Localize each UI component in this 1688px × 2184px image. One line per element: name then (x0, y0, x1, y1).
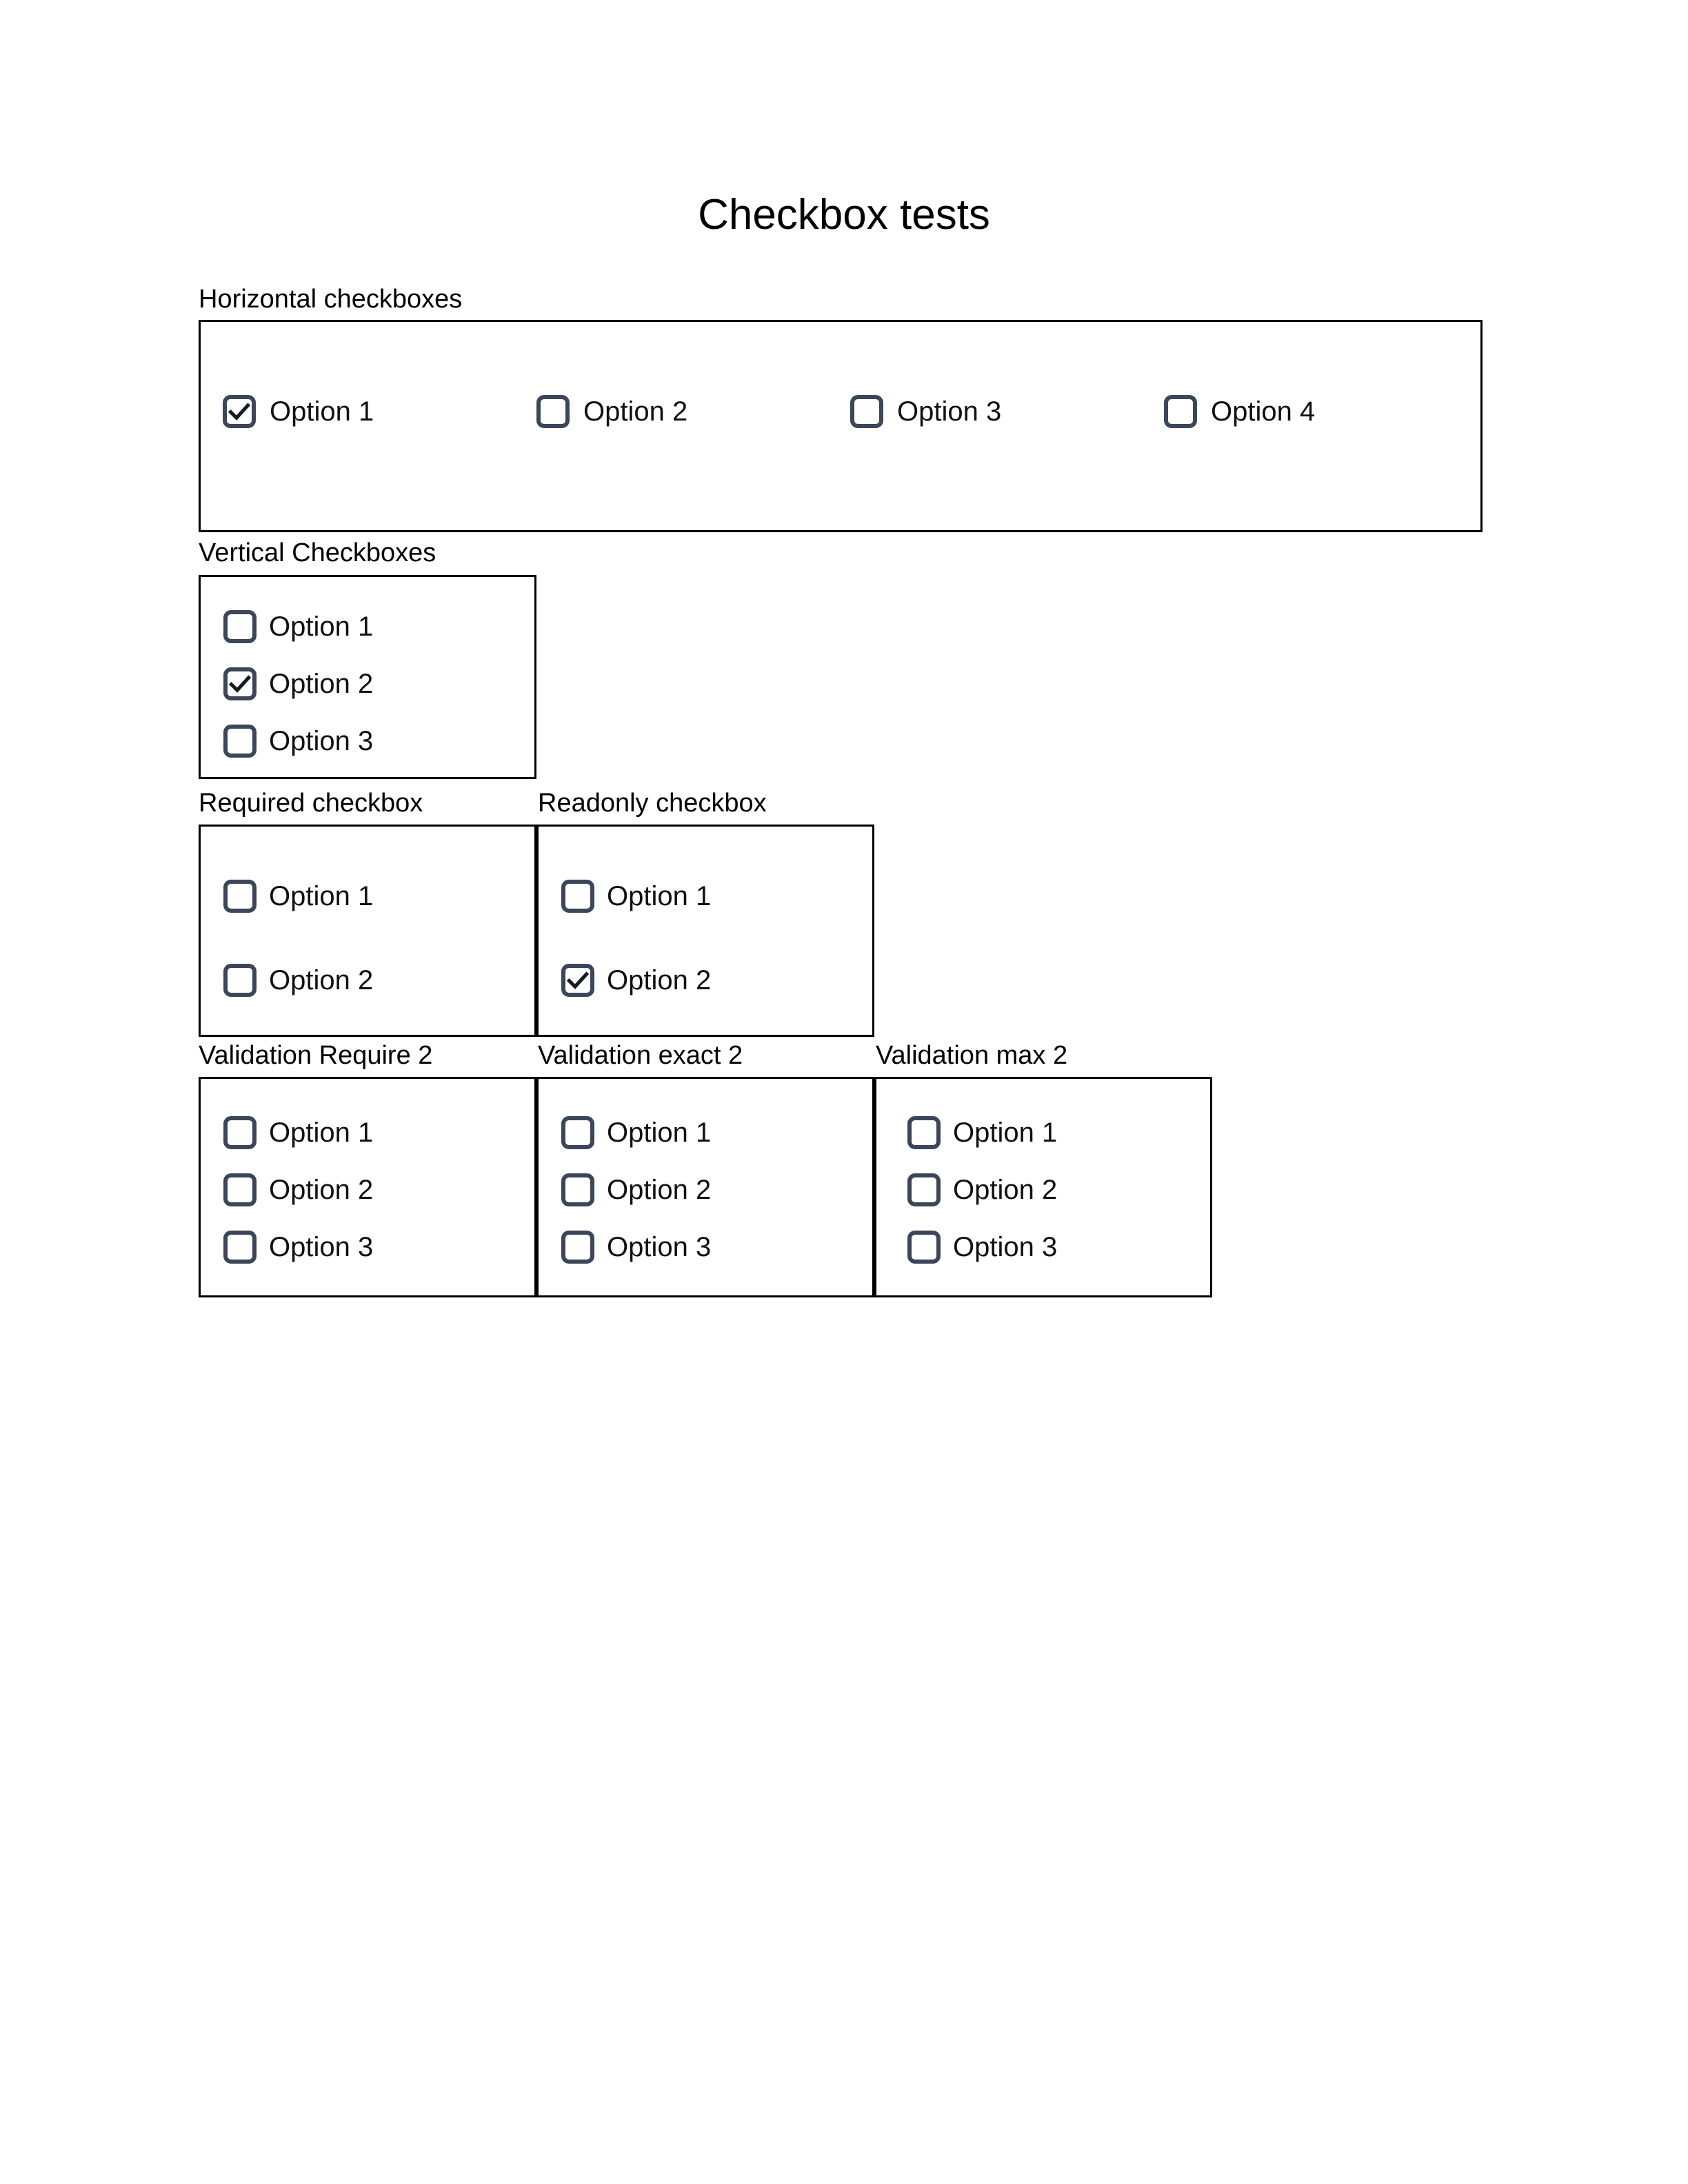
group-label-validation-max-2: Validation max 2 (876, 1041, 1068, 1070)
checkbox-label: Option 1 (269, 611, 374, 642)
checkbox-row[interactable]: Option 4 (1164, 395, 1315, 428)
fieldset-vertical: Option 1 Option 2 Option 3 (199, 575, 536, 779)
checkbox-unchecked-icon[interactable] (907, 1116, 941, 1149)
group-label-vertical: Vertical Checkboxes (199, 538, 436, 567)
checkbox-unchecked-icon[interactable] (223, 964, 257, 997)
fieldset-validation-max-2: Option 1 Option 2 Option 3 (874, 1077, 1212, 1297)
group-label-horizontal: Horizontal checkboxes (199, 285, 463, 314)
checkbox-unchecked-icon[interactable] (907, 1231, 941, 1264)
checkbox-unchecked-icon[interactable] (223, 880, 257, 913)
checkbox-unchecked-icon[interactable] (561, 1231, 594, 1264)
fieldset-horizontal: Option 1 Option 2 Option 3 Option 4 (199, 320, 1483, 532)
checkbox-label: Option 4 (1211, 396, 1316, 427)
fieldset-validation-require-2: Option 1 Option 2 Option 3 (199, 1077, 536, 1297)
checkbox-unchecked-icon[interactable] (850, 395, 883, 428)
checkbox-row[interactable]: Option 1 (223, 1116, 373, 1149)
fieldset-readonly: Option 1 Option 2 (536, 825, 874, 1037)
checkbox-row[interactable]: Option 1 (223, 395, 374, 428)
checkbox-unchecked-icon[interactable] (561, 1173, 594, 1206)
checkbox-label: Option 1 (953, 1118, 1058, 1148)
checkbox-row[interactable]: Option 1 (223, 880, 373, 913)
checkbox-label: Option 2 (269, 669, 374, 699)
checkbox-checked-icon[interactable] (561, 964, 594, 997)
checkbox-row[interactable]: Option 3 (223, 725, 373, 758)
checkbox-row[interactable]: Option 2 (223, 667, 373, 700)
checkbox-row[interactable]: Option 2 (223, 1173, 373, 1206)
checkbox-label: Option 2 (953, 1175, 1058, 1205)
checkbox-label: Option 1 (607, 1118, 712, 1148)
checkbox-label: Option 1 (269, 881, 374, 911)
checkbox-checked-icon[interactable] (223, 667, 257, 700)
checkbox-unchecked-icon[interactable] (561, 880, 594, 913)
checkbox-label: Option 1 (270, 396, 374, 427)
group-label-validation-require-2: Validation Require 2 (199, 1041, 433, 1070)
checkbox-row[interactable]: Option 1 (561, 880, 711, 913)
checkbox-label: Option 2 (607, 965, 712, 995)
checkbox-row[interactable]: Option 3 (850, 395, 1001, 428)
checkbox-checked-icon[interactable] (223, 395, 256, 428)
checkbox-row[interactable]: Option 3 (223, 1231, 373, 1264)
checkbox-row[interactable]: Option 1 (907, 1116, 1057, 1149)
group-label-readonly: Readonly checkbox (538, 789, 767, 818)
checkbox-unchecked-icon[interactable] (223, 725, 257, 758)
checkbox-label: Option 2 (607, 1175, 712, 1205)
group-label-required: Required checkbox (199, 789, 423, 818)
fieldset-required: Option 1 Option 2 (199, 825, 536, 1037)
checkbox-row[interactable]: Option 3 (561, 1231, 711, 1264)
checkbox-label: Option 1 (269, 1118, 374, 1148)
checkbox-unchecked-icon[interactable] (223, 1231, 257, 1264)
checkbox-label: Option 3 (953, 1232, 1058, 1262)
checkbox-label: Option 2 (269, 1175, 374, 1205)
checkbox-row[interactable]: Option 2 (907, 1173, 1057, 1206)
checkbox-unchecked-icon[interactable] (907, 1173, 941, 1206)
checkbox-unchecked-icon[interactable] (561, 1116, 594, 1149)
checkbox-row[interactable]: Option 2 (561, 964, 711, 997)
checkbox-row[interactable]: Option 2 (561, 1173, 711, 1206)
group-label-validation-exact-2: Validation exact 2 (538, 1041, 743, 1070)
checkbox-unchecked-icon[interactable] (223, 1116, 257, 1149)
checkbox-unchecked-icon[interactable] (536, 395, 570, 428)
checkbox-unchecked-icon[interactable] (1164, 395, 1197, 428)
checkbox-row[interactable]: Option 1 (561, 1116, 711, 1149)
fieldset-validation-exact-2: Option 1 Option 2 Option 3 (536, 1077, 874, 1297)
checkbox-label: Option 3 (269, 1232, 374, 1262)
checkbox-unchecked-icon[interactable] (223, 1173, 257, 1206)
checkbox-unchecked-icon[interactable] (223, 610, 257, 643)
checkbox-label: Option 3 (607, 1232, 712, 1262)
checkbox-row[interactable]: Option 1 (223, 610, 373, 643)
checkbox-row[interactable]: Option 2 (223, 964, 373, 997)
checkbox-row[interactable]: Option 2 (536, 395, 687, 428)
checkbox-label: Option 3 (897, 396, 1002, 427)
checkbox-label: Option 2 (269, 965, 374, 995)
checkbox-label: Option 3 (269, 726, 374, 756)
checkbox-label: Option 2 (583, 396, 688, 427)
page-title: Checkbox tests (698, 191, 990, 239)
checkbox-row[interactable]: Option 3 (907, 1231, 1057, 1264)
checkbox-label: Option 1 (607, 881, 712, 911)
